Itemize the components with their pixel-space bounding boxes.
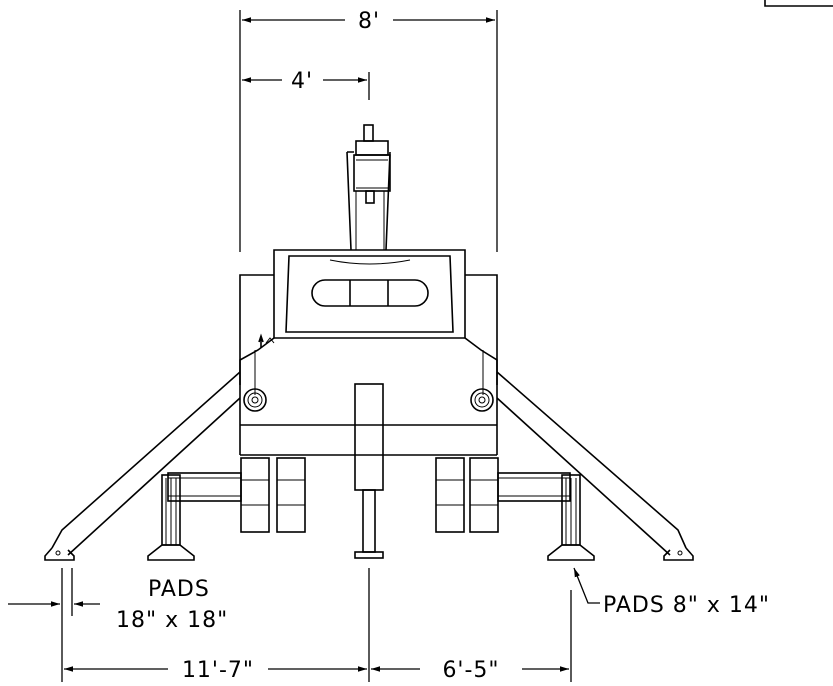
main-chassis: [239, 337, 498, 456]
tires-right: [435, 457, 499, 533]
headlight-right: [470, 388, 494, 412]
stabilizer-beam-left: [167, 472, 242, 502]
stabilizer-pad-left: [147, 544, 195, 561]
dimension-11ft7in-label: 11'-7": [182, 658, 254, 683]
stabilizer-pad-right: [547, 544, 595, 561]
dimension-8ft-label: 8': [358, 9, 380, 34]
dimension-4ft-label: 4': [291, 69, 313, 94]
dimension-left-span: 11'-7": [64, 658, 367, 683]
pads-8x14-label: PADS 8" x 14": [603, 593, 770, 618]
rear-body-panels: [239, 274, 498, 425]
cab-window: [311, 279, 429, 307]
dimension-center-offset: 4': [242, 69, 370, 100]
dimension-right-span: 6'-5": [371, 658, 569, 683]
stabilizer-beam-right: [497, 472, 571, 502]
dimension-6ft5in-label: 6'-5": [442, 658, 499, 683]
headlight-left: [243, 388, 267, 412]
title-block-corner: [764, 0, 833, 7]
pads-size-label: 18" x 18": [116, 608, 228, 633]
tires-left: [240, 457, 306, 533]
boom-assembly: [346, 124, 391, 251]
pads-label: PADS: [148, 577, 210, 602]
stabilizer-leg-left: [147, 474, 195, 561]
cab: [258, 249, 466, 348]
dimension-overall-width: 8': [239, 9, 498, 252]
front-center-jack: [354, 383, 384, 559]
stabilizer-leg-right: [547, 474, 595, 561]
outrigger-right: [496, 371, 694, 561]
outrigger-left: [44, 371, 241, 561]
callout-stabilizer-pads: PADS 8" x 14": [573, 567, 770, 618]
dimension-outrigger-pad: PADS 18" x 18": [8, 577, 228, 633]
